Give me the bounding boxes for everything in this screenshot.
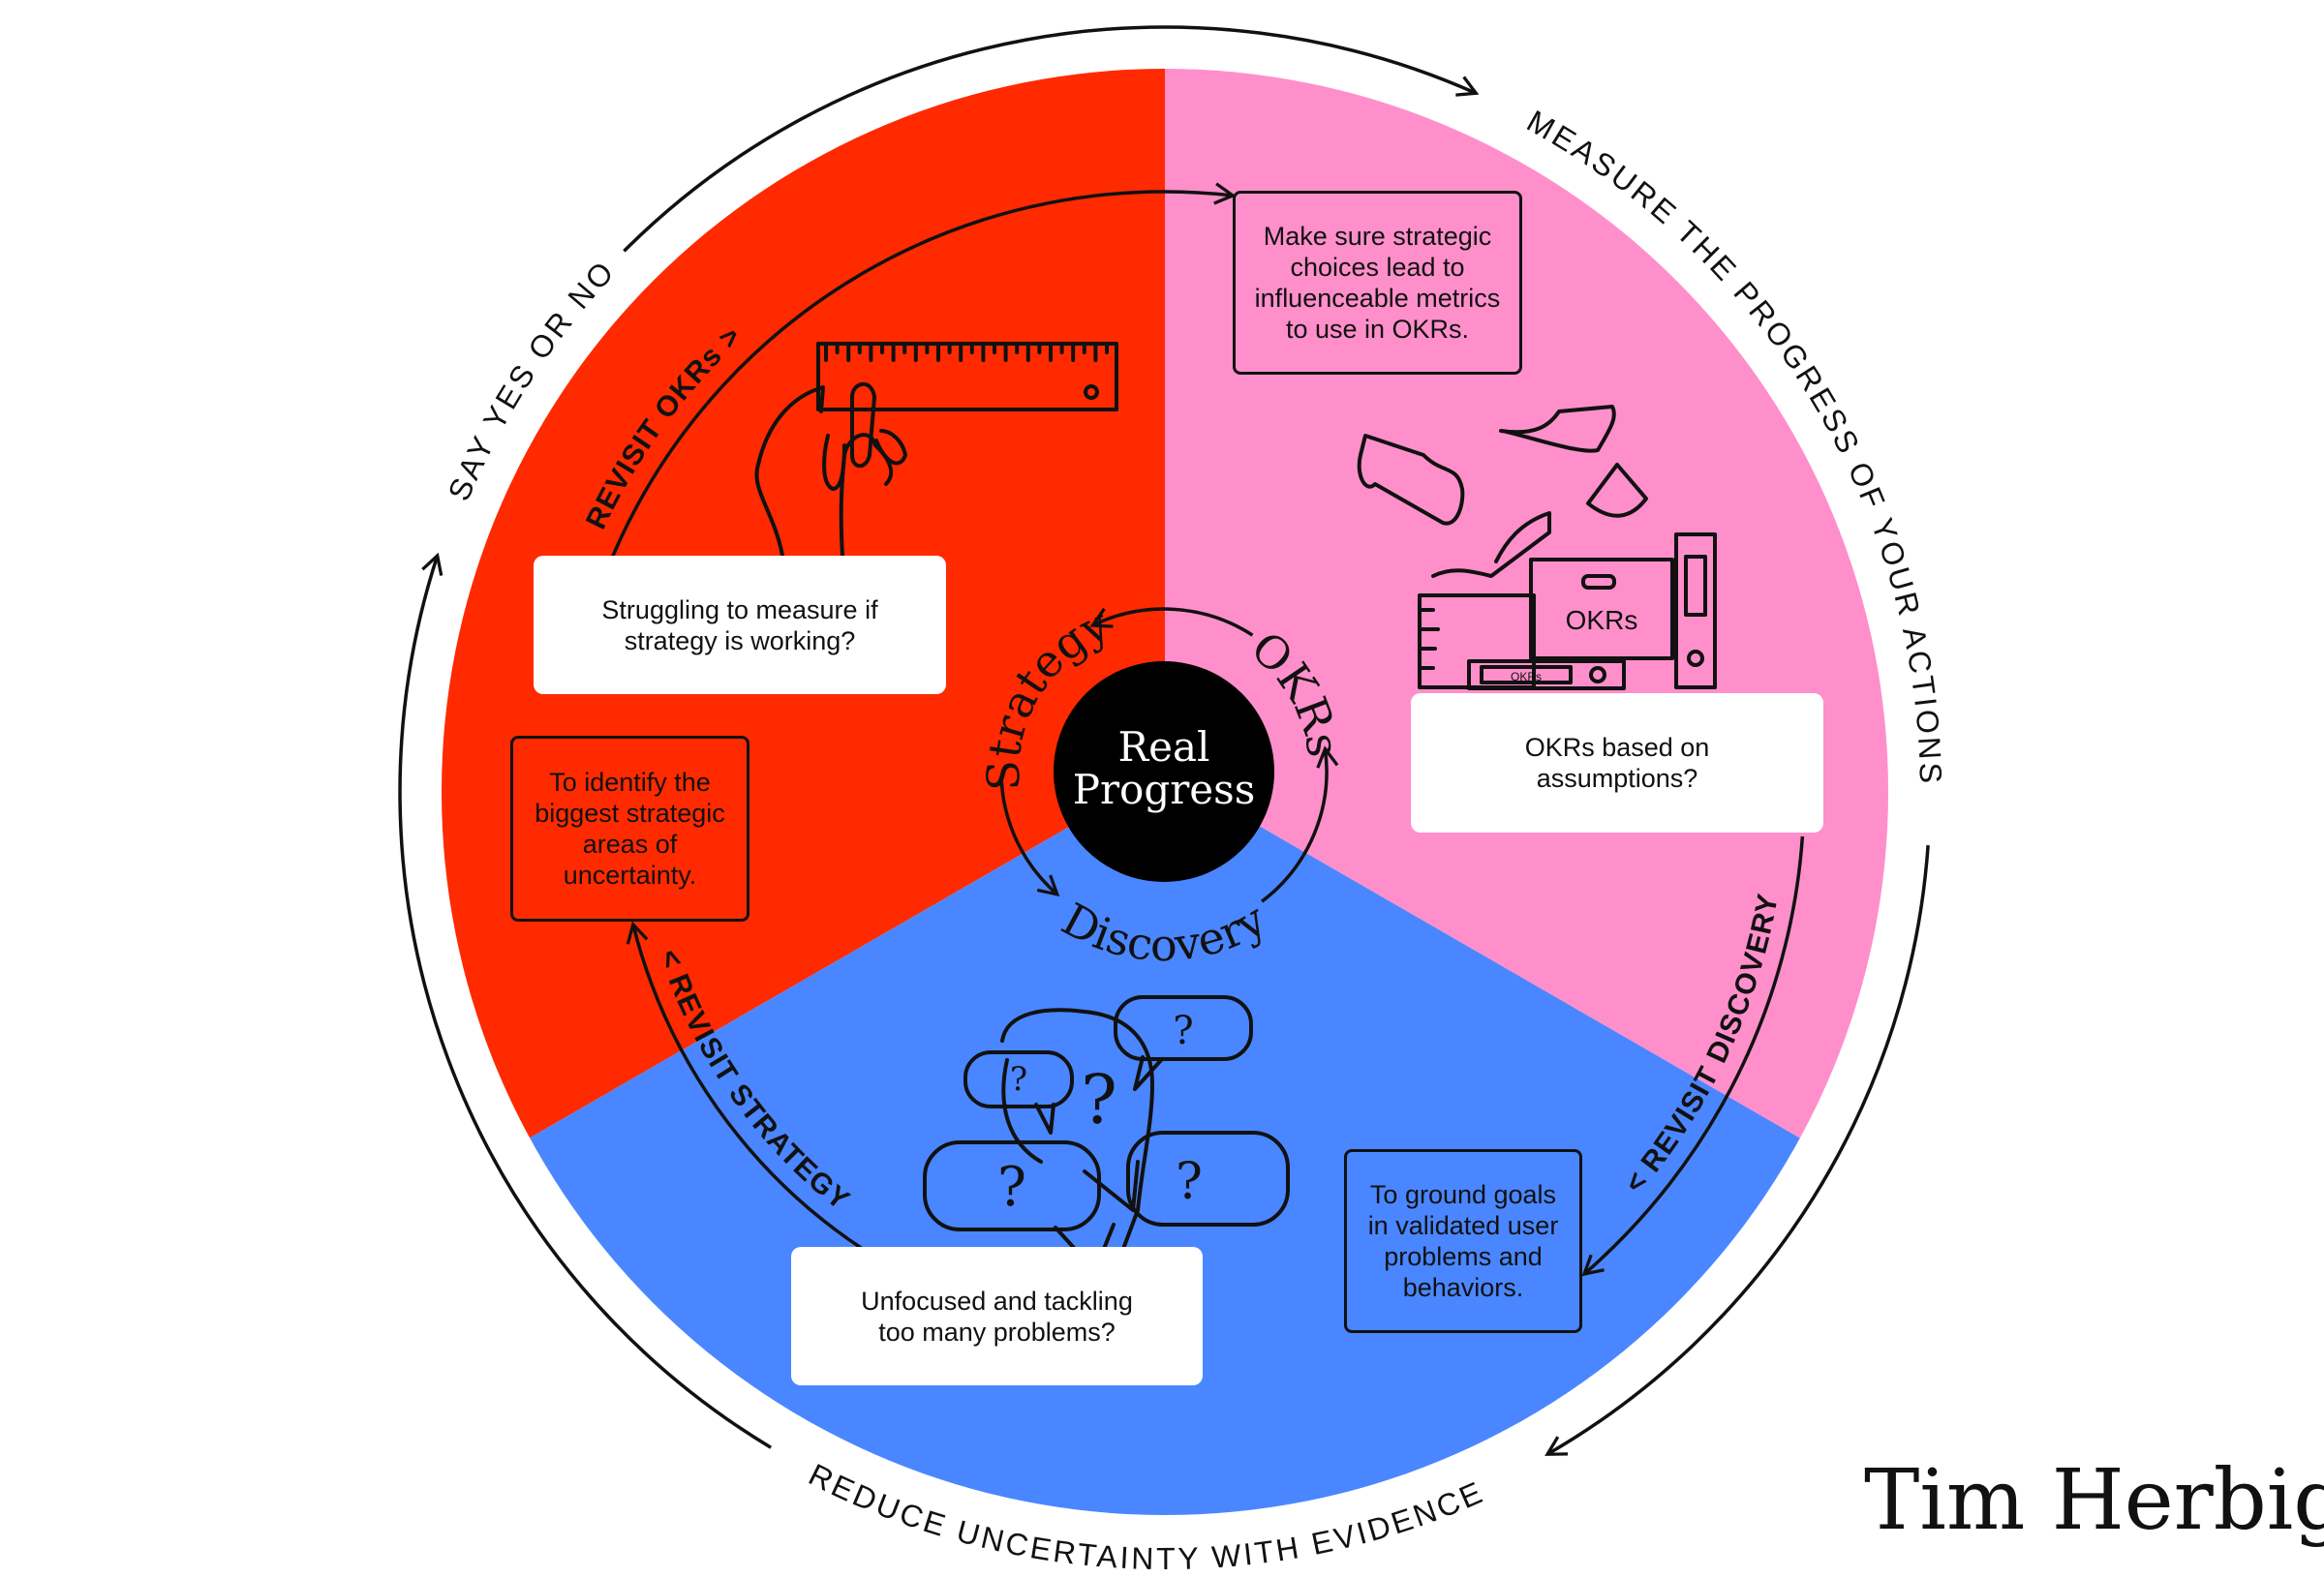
cycle-arrow-discovery-to-okrs (1261, 745, 1339, 903)
strategy-problem-box: Struggling to measure if strategy is wor… (534, 556, 946, 694)
discovery-purpose-text: To ground goals in validated user proble… (1367, 1180, 1559, 1302)
okrs-purpose-box: Make sure strategic choices lead to infl… (1233, 191, 1522, 375)
cycle-arrow-strategy-to-discovery (999, 776, 1060, 897)
discovery-problem-box: Unfocused and tackling too many problems… (791, 1247, 1203, 1385)
revisit-okrs-arrow (610, 182, 1237, 559)
okrs-box-label: OKRs (1566, 605, 1638, 635)
strategy-purpose-text: To identify the biggest strategic areas … (535, 768, 725, 890)
discovery-purpose-box: To ground goals in validated user proble… (1344, 1149, 1582, 1333)
okrs-purpose-text: Make sure strategic choices lead to infl… (1254, 222, 1501, 344)
strategy-purpose-box: To identify the biggest strategic areas … (510, 736, 749, 922)
svg-text:?: ? (1176, 1153, 1203, 1211)
svg-text:?: ? (1081, 1060, 1117, 1139)
revisit-discovery-arrow (1581, 835, 1805, 1277)
author-signature: Tim Herbig (1864, 1452, 2324, 1549)
okrs-binder-label: OKRs (1511, 670, 1542, 683)
cycle-arrow-okrs-to-strategy (1089, 607, 1254, 637)
discovery-problem-text: Unfocused and tackling too many problems… (861, 1286, 1133, 1347)
okrs-problem-text: OKRs based on assumptions? (1524, 733, 1710, 793)
strategy-segment (442, 69, 1165, 1443)
center-label-line2: Progress (1073, 766, 1256, 813)
strategy-problem-text: Struggling to measure if strategy is wor… (601, 594, 878, 655)
center-label-line1: Real (1118, 723, 1210, 771)
outer-arrow-reduce-to-say (398, 552, 773, 1449)
outer-arrow-say-to-measure (623, 25, 1480, 253)
binders-and-papers-icon: OKRs OKRs (1357, 405, 1717, 690)
okrs-problem-box: OKRs based on assumptions? (1411, 693, 1823, 833)
center-circle (1054, 661, 1274, 882)
outer-arrow-measure-to-reduce (1544, 844, 1930, 1456)
hand-holding-ruler-icon (754, 342, 1118, 558)
revisit-strategy-arrow (626, 921, 863, 1250)
svg-text:?: ? (1173, 1009, 1193, 1053)
svg-text:?: ? (1010, 1060, 1027, 1099)
question-speech-bubbles-icon: ? ? ? ? ? (923, 995, 1290, 1251)
svg-text:?: ? (997, 1156, 1026, 1219)
